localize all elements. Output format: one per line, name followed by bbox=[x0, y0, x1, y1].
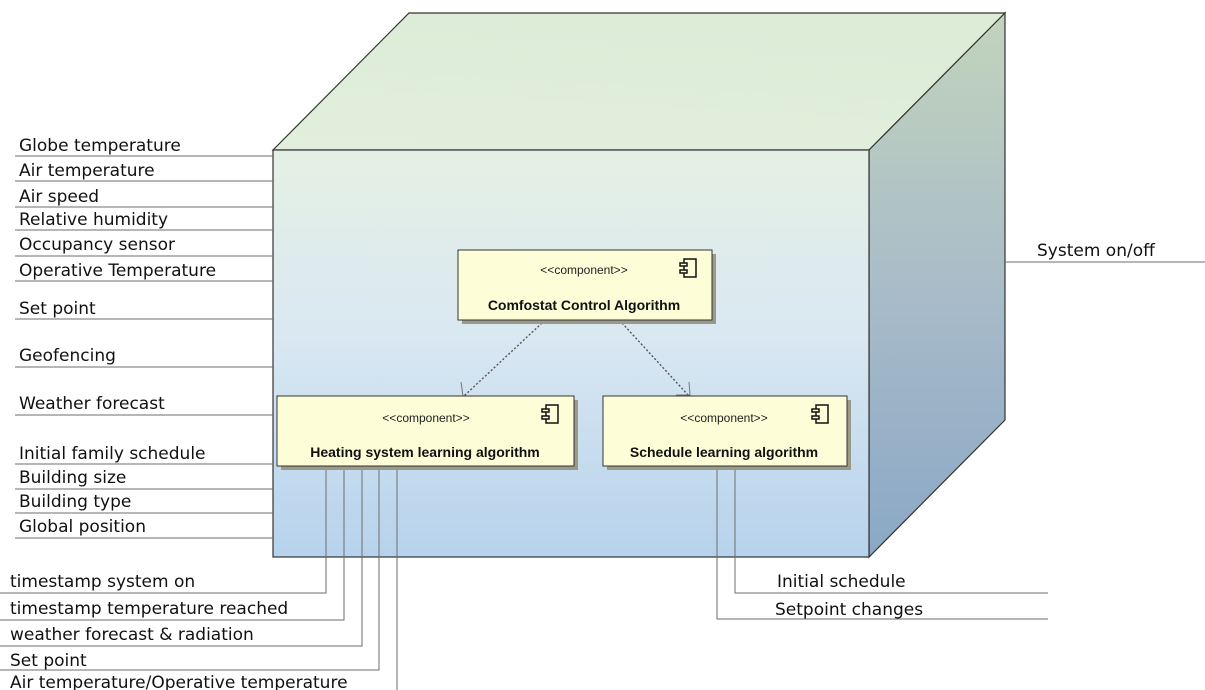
schedule-output-label: Setpoint changes bbox=[775, 600, 923, 620]
component-schedule[interactable]: <<component>> Schedule learning algorith… bbox=[602, 395, 851, 470]
input-label: Set point bbox=[19, 299, 96, 319]
input-label: Initial family schedule bbox=[19, 444, 206, 464]
component-stereotype: <<component>> bbox=[680, 411, 767, 425]
input-label: Relative humidity bbox=[19, 210, 168, 230]
component-control[interactable]: <<component>> Comfostat Control Algorith… bbox=[457, 249, 716, 324]
output-label-system: System on/off bbox=[1037, 241, 1156, 261]
input-label: Air speed bbox=[19, 187, 99, 207]
box-front-face bbox=[272, 149, 870, 558]
input-label: Occupancy sensor bbox=[19, 235, 175, 255]
component-name: Comfostat Control Algorithm bbox=[488, 297, 680, 313]
input-label: Building size bbox=[19, 468, 126, 488]
heating-output-label: timestamp temperature reached bbox=[10, 599, 288, 619]
heating-output-label: timestamp system on bbox=[10, 572, 195, 592]
component-name: Heating system learning algorithm bbox=[310, 444, 540, 460]
component-stereotype: <<component>> bbox=[382, 411, 469, 425]
heating-output-labels: timestamp system on timestamp temperatur… bbox=[10, 572, 348, 690]
input-lines bbox=[15, 155, 273, 539]
schedule-output-lines bbox=[716, 470, 1048, 620]
heating-output-label: Set point bbox=[10, 651, 87, 671]
schedule-output-labels: Initial schedule Setpoint changes bbox=[775, 572, 923, 620]
component-name: Schedule learning algorithm bbox=[630, 444, 818, 460]
input-label: Air temperature bbox=[19, 161, 155, 181]
heating-output-label: Air temperature/Operative temperature bbox=[10, 673, 348, 690]
input-label: Geofencing bbox=[19, 346, 116, 366]
heating-output-lines bbox=[0, 470, 398, 690]
dependency-arrows bbox=[460, 322, 691, 397]
component-stereotype: <<component>> bbox=[540, 263, 627, 277]
input-label: Building type bbox=[19, 492, 131, 512]
input-labels: Globe temperature Air temperature Air sp… bbox=[19, 136, 216, 537]
uml-component-icon bbox=[541, 404, 559, 424]
input-label: Globe temperature bbox=[19, 136, 181, 156]
uml-component-icon bbox=[811, 404, 829, 424]
schedule-output-label: Initial schedule bbox=[777, 572, 906, 592]
dependency-arrow-schedule bbox=[621, 322, 690, 397]
system-box bbox=[271, 11, 1007, 559]
heating-output-label: weather forecast & radiation bbox=[10, 625, 254, 645]
component-heating[interactable]: <<component>> Heating system learning al… bbox=[276, 395, 578, 470]
dependency-arrow-heating bbox=[463, 322, 543, 397]
input-label: Weather forecast bbox=[19, 394, 165, 414]
input-label: Global position bbox=[19, 517, 146, 537]
input-label: Operative Temperature bbox=[19, 261, 216, 281]
uml-component-icon bbox=[679, 258, 697, 278]
